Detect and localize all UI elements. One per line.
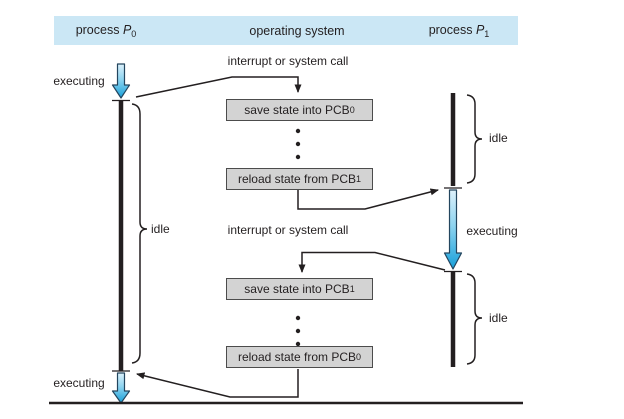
- column-header-operating-system: operating system: [249, 23, 345, 38]
- interrupt-arrow-p0-to-os: [135, 76, 302, 98]
- p1-idle-top-label: idle: [489, 131, 508, 145]
- interrupt-arrow-p1-to-os: [298, 251, 446, 273]
- p1-idle-bottom-label: idle: [489, 311, 508, 325]
- executing-arrow-p1: [443, 189, 463, 270]
- executing-arrow-p0-top: [111, 63, 131, 99]
- ellipsis-top: [295, 128, 301, 160]
- column-header-process-p1: process P1: [428, 22, 490, 39]
- switch-arrow-os-to-p1: [297, 188, 439, 210]
- p0-idle-label: idle: [151, 222, 170, 236]
- idle-brace-p1-bottom: [466, 273, 483, 365]
- p0-executing-bottom-label: executing: [53, 376, 105, 390]
- executing-arrow-p0-bottom: [111, 372, 131, 404]
- column-header-process-p0: process P0: [75, 22, 137, 39]
- p0-executing-top-label: executing: [53, 74, 105, 88]
- idle-brace-p1-top: [466, 94, 483, 184]
- switch-arrow-os-to-p0: [136, 369, 299, 398]
- interrupt-bottom-label: interrupt or system call: [227, 223, 349, 237]
- column-header-bar: process P0 operating system process P1: [54, 16, 518, 45]
- interrupt-top-label: interrupt or system call: [227, 54, 349, 68]
- idle-brace-p0: [131, 103, 148, 364]
- ellipsis-bottom: [295, 315, 301, 347]
- p1-executing-label: executing: [466, 224, 518, 238]
